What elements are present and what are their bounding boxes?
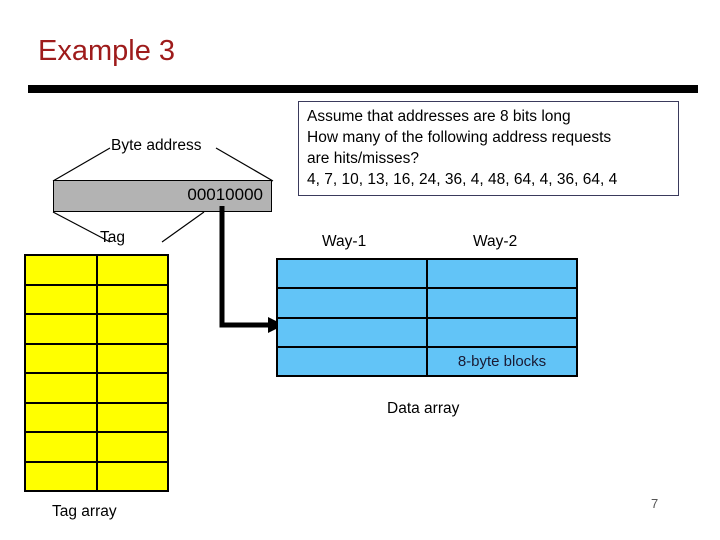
- assumption-textbox: Assume that addresses are 8 bits long Ho…: [298, 101, 679, 196]
- title-divider: [28, 85, 698, 93]
- tag-array-cell: [97, 256, 169, 286]
- assumption-line-2: How many of the following address reques…: [307, 129, 612, 146]
- tag-array-cell: [26, 315, 98, 345]
- tag-array-cell: [97, 374, 169, 404]
- tag-field-label: Tag: [100, 229, 125, 246]
- data-array-cell: [428, 289, 578, 319]
- tag-array-cell: [26, 344, 98, 374]
- data-array-cell: [278, 347, 428, 377]
- tag-array-cell: [26, 403, 98, 433]
- address-bits-value: 00010000: [187, 185, 263, 204]
- tag-array-cell: [26, 433, 98, 463]
- tag-array-cell: [97, 285, 169, 315]
- tag-field-callout-lines: [52, 211, 205, 243]
- slide-number: 7: [651, 496, 659, 511]
- tag-array-cell: [26, 285, 98, 315]
- data-array-grid: 8-byte blocks: [276, 258, 578, 377]
- tag-array-cell: [97, 403, 169, 433]
- byte-address-callout-lines: [52, 147, 274, 182]
- tag-array-cell: [26, 462, 98, 492]
- tag-array-cell: [26, 256, 98, 286]
- tag-array-cell: [97, 344, 169, 374]
- tag-array-cell: [26, 374, 98, 404]
- way-1-label: Way-1: [322, 233, 367, 250]
- data-array-cell-block-label: 8-byte blocks: [428, 347, 578, 377]
- data-array-cell: [278, 289, 428, 319]
- byte-address-bar: 00010000: [53, 180, 272, 212]
- tag-array-cell: [97, 315, 169, 345]
- tag-array-cell: [97, 433, 169, 463]
- data-array-cell: [278, 260, 428, 290]
- tag-array-caption: Tag array: [52, 503, 117, 520]
- block-size-label: 8-byte blocks: [457, 352, 547, 370]
- way-2-label: Way-2: [473, 233, 518, 250]
- data-array-caption: Data array: [387, 400, 460, 417]
- tag-array-cell: [97, 462, 169, 492]
- assumption-line-1: Assume that addresses are 8 bits long: [307, 108, 571, 125]
- assumption-line-4-address-list: 4, 7, 10, 13, 16, 24, 36, 4, 48, 64, 4, …: [307, 171, 618, 188]
- byte-address-label: Byte address: [111, 137, 202, 154]
- data-array-cell: [428, 260, 578, 290]
- data-array-cell: [278, 318, 428, 348]
- assumption-line-3: are hits/misses?: [307, 150, 419, 167]
- page-title: Example 3: [38, 35, 176, 67]
- data-array-cell: [428, 318, 578, 348]
- tag-array-grid: [24, 254, 169, 492]
